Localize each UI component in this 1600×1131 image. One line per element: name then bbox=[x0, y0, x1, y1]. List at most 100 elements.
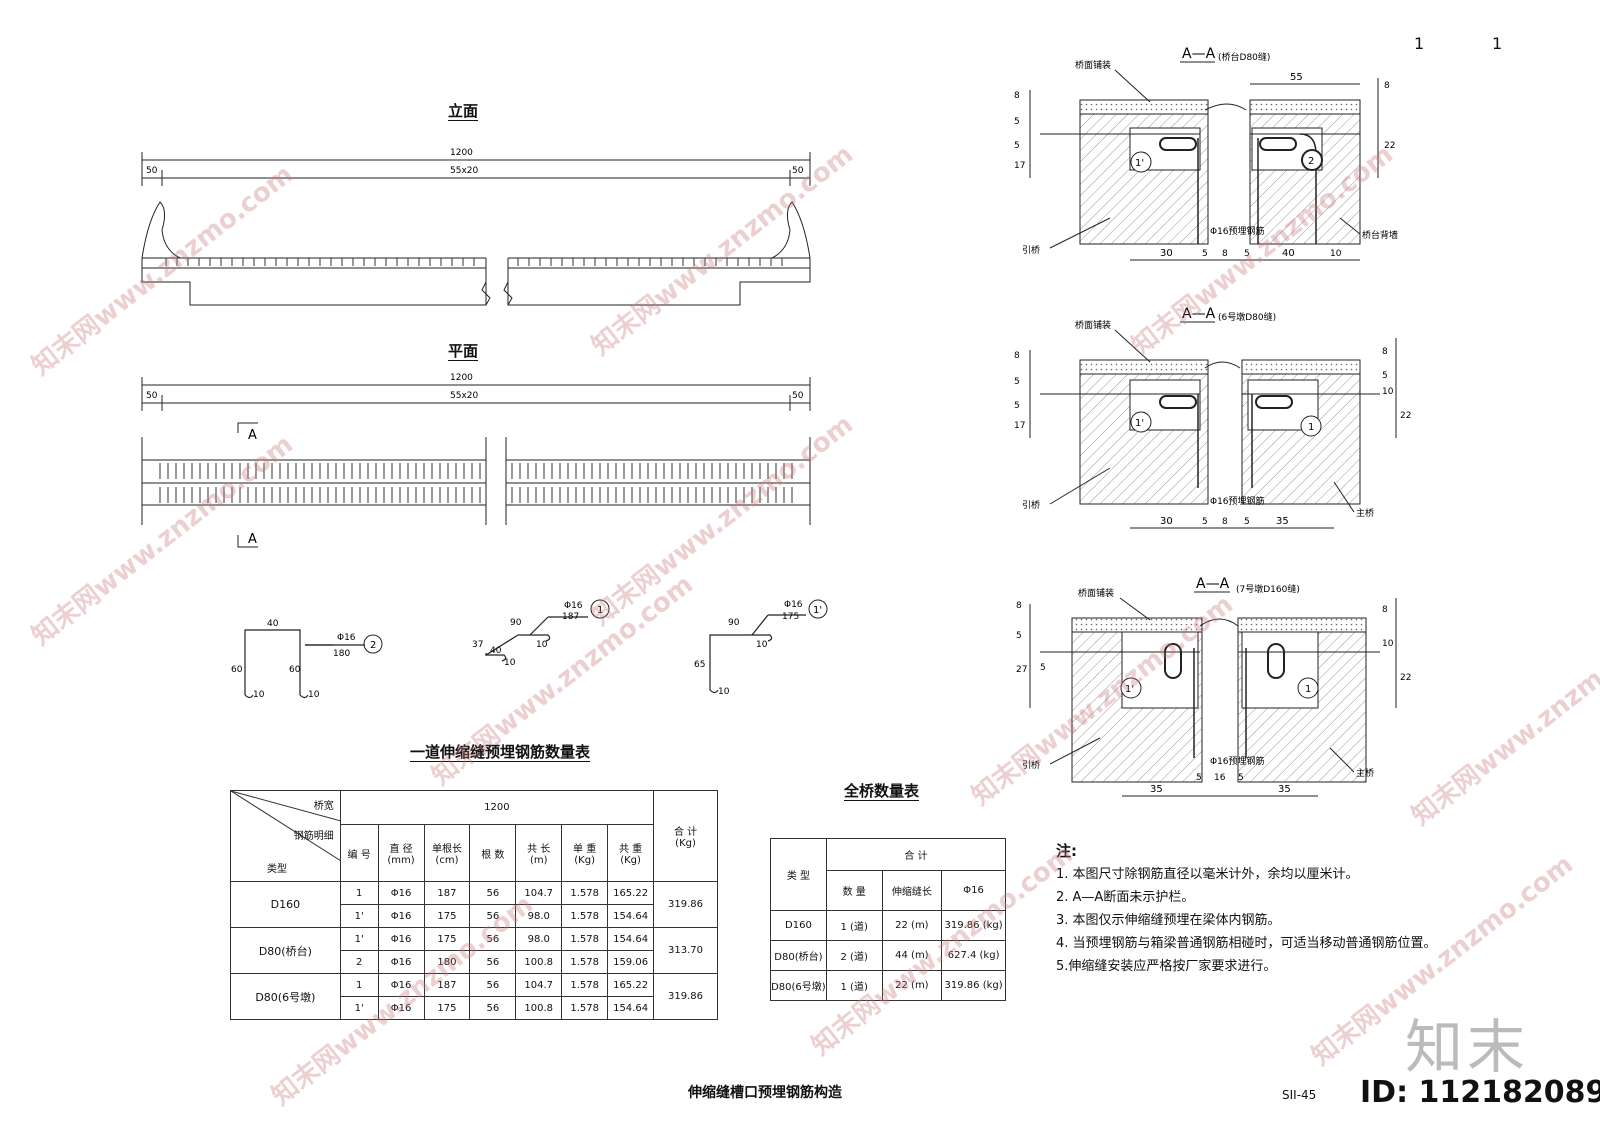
plan-dim-total: 1200 bbox=[450, 373, 473, 383]
section3-dim-b1: 5 bbox=[1196, 773, 1202, 783]
total-cell: 22 (m) bbox=[881, 970, 943, 1001]
total-col-header: 数 量 bbox=[825, 870, 883, 911]
section1-dim-top: 55 bbox=[1290, 72, 1303, 83]
qty-col-header-a: 根 数 bbox=[481, 849, 505, 861]
qty-col-header: 根 数 bbox=[469, 824, 517, 882]
elev-dim-total: 1200 bbox=[450, 148, 473, 158]
section2-label-right: 主桥 bbox=[1356, 507, 1374, 519]
rebar1-dim-top: 90 bbox=[510, 618, 522, 628]
rebar1-dim-left: 37 bbox=[472, 640, 483, 650]
note-item-2: 2. A—A断面未示护栏。 bbox=[1056, 890, 1195, 905]
qty-col-header: 编 号 bbox=[339, 824, 379, 882]
notes: 注: 1. 本图尺寸除钢筋直径以毫米计外，余均以厘米计。 2. A—A断面未示护… bbox=[1056, 840, 1437, 978]
plan-section-mark-top: A bbox=[248, 428, 257, 443]
section1-label-left: 引桥 bbox=[1022, 244, 1040, 256]
total-cell: 319.86 (kg) bbox=[941, 970, 1006, 1001]
qty-cell: 98.0 bbox=[515, 904, 563, 928]
qty-type-cell: D160 bbox=[230, 881, 341, 928]
section2-dim-b0: 30 bbox=[1160, 516, 1173, 527]
qty-total-header: 合 计(Kg) bbox=[653, 790, 718, 882]
qty-cell: 104.7 bbox=[515, 881, 563, 905]
section1-subtitle: (桥台D80缝) bbox=[1218, 51, 1270, 63]
rebar-shape-2: 2 Φ16 180 40 60 60 10 10 bbox=[231, 619, 383, 700]
qty-cell: 187 bbox=[423, 973, 471, 997]
sheet-title: 伸缩缝槽口预埋钢筋构造 bbox=[688, 1085, 842, 1101]
qty-col-header-a: 直 径 bbox=[389, 844, 413, 856]
section2-dim-lv2: 5 bbox=[1014, 401, 1020, 411]
section3-subtitle: (7号墩D160缝) bbox=[1236, 583, 1300, 595]
total-cell: 44 (m) bbox=[881, 940, 943, 971]
section3-dim-lv3: 27 bbox=[1016, 665, 1027, 675]
total-cell: D80(6号墩) bbox=[770, 970, 827, 1001]
section1-dim-lv3: 17 bbox=[1014, 161, 1025, 171]
rebar2-dim-hook-right: 10 bbox=[308, 690, 320, 700]
section1-dim-b5: 10 bbox=[1330, 249, 1342, 259]
qty-col-header-b: (Kg) bbox=[620, 855, 641, 867]
qty-type-cell: D80(6号墩) bbox=[230, 973, 341, 1020]
section2-label-left: 引桥 bbox=[1022, 499, 1040, 511]
elevation-title: 立面 bbox=[448, 102, 479, 120]
rebar-shape-1prime: 1' Φ16 175 90 65 10 10 bbox=[694, 599, 828, 697]
total-cell: 319.86 (kg) bbox=[941, 910, 1006, 941]
qty-cell: 154.64 bbox=[607, 927, 655, 951]
section3-dim-rv1: 10 bbox=[1382, 639, 1394, 649]
plan-section-mark-bottom: A bbox=[248, 532, 257, 547]
section1-dim-b0: 30 bbox=[1160, 248, 1173, 259]
qty-type-cell: D80(桥台) bbox=[230, 927, 341, 974]
plan-title: 平面 bbox=[448, 342, 479, 360]
section1-bubble-right: 2 bbox=[1308, 156, 1314, 167]
plan-drawing: 1200 55x20 50 50 A A bbox=[141, 373, 811, 548]
qty-corner-mid: 钢筋明细 bbox=[293, 831, 334, 842]
qty-cell: 1.578 bbox=[561, 881, 609, 905]
section-3: A—A (7号墩D160缝) 1' 1 桥面铺装 引桥 主桥 Φ16预埋钢筋 8… bbox=[1016, 576, 1411, 797]
total-cell: 2 (道) bbox=[825, 940, 883, 971]
rebar2-dim-left: 60 bbox=[231, 665, 243, 675]
qty-total-header-a: 合 计 bbox=[673, 827, 698, 838]
section3-title: A—A bbox=[1196, 576, 1230, 592]
table-row: D80(6号墩)1 (道)22 (m)319.86 (kg) bbox=[770, 970, 1006, 1001]
note-item-3: 3. 本图仅示伸缩缝预埋在梁体内钢筋。 bbox=[1056, 913, 1281, 928]
id-text: ID: 1121820892 bbox=[1360, 1075, 1600, 1110]
rebar1p-dim-hook: 10 bbox=[756, 640, 768, 650]
section2-dim-b3: 5 bbox=[1244, 517, 1250, 527]
rebar2-id: 2 bbox=[370, 640, 376, 651]
corner-number-left: 1 bbox=[1414, 34, 1425, 53]
qty-col-header-b: (mm) bbox=[387, 855, 415, 867]
rebar2-dim-top: 40 bbox=[267, 619, 279, 629]
section-2: A—A (6号墩D80缝) 1' 1 桥面铺装 引桥 主桥 Φ16预埋钢筋 8 … bbox=[1014, 306, 1411, 529]
rebar1-len: 187 bbox=[562, 612, 579, 622]
qty-col-header-a: 单 重 bbox=[573, 844, 597, 856]
qty-corner-bottom: 类型 bbox=[267, 864, 287, 875]
qty-cell: 165.22 bbox=[607, 973, 655, 997]
section3-dim-b3: 5 bbox=[1238, 773, 1244, 783]
section2-dim-lv0: 8 bbox=[1014, 351, 1020, 361]
qty-cell: 1.578 bbox=[561, 904, 609, 928]
section2-bubble-left: 1' bbox=[1135, 418, 1144, 429]
qty-table-grid: 桥宽 钢筋明细 类型 1200 合 计(Kg) 编 号直 径(mm)单根长(cm… bbox=[230, 789, 718, 1020]
qty-col-header: 共 重(Kg) bbox=[607, 824, 655, 882]
qty-col-header: 直 径(mm) bbox=[377, 824, 425, 882]
qty-cell: 1' bbox=[339, 996, 379, 1020]
qty-cell: Φ16 bbox=[377, 881, 425, 905]
qty-cell: 1.578 bbox=[561, 996, 609, 1020]
qty-width-cell: 1200 bbox=[339, 789, 655, 826]
logo-text: 知末 bbox=[1405, 1013, 1530, 1081]
section2-dim-b1: 5 bbox=[1202, 517, 1208, 527]
section1-dim-lv1: 5 bbox=[1014, 117, 1020, 127]
section3-dim-b4: 35 bbox=[1278, 784, 1291, 795]
rebar1-id: 1 bbox=[597, 605, 603, 616]
section1-dim-b2: 8 bbox=[1222, 249, 1228, 259]
qty-col-header-b: (cm) bbox=[435, 855, 459, 867]
section3-bubble-left: 1' bbox=[1125, 684, 1134, 695]
qty-cell: 56 bbox=[469, 973, 517, 997]
total-table-title: 全桥数量表 bbox=[844, 782, 920, 800]
plan-dim-left: 50 bbox=[146, 391, 158, 401]
section1-label-top: 桥面铺装 bbox=[1075, 59, 1111, 71]
qty-cell: Φ16 bbox=[377, 996, 425, 1020]
section3-label-left: 引桥 bbox=[1022, 759, 1040, 771]
qty-total-cell: 319.86 bbox=[653, 973, 718, 1020]
qty-cell: 56 bbox=[469, 881, 517, 905]
